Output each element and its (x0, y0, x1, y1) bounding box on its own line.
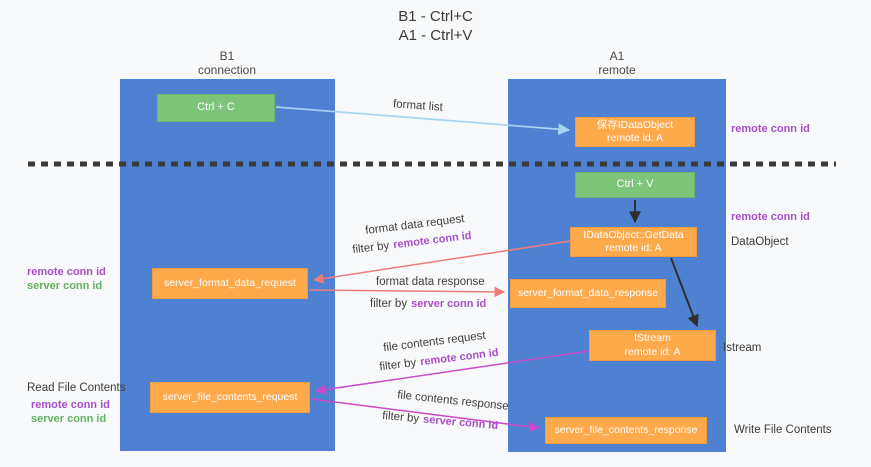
node-server-file-contents-request-label: server_file_contents_request (162, 390, 298, 403)
node-server-file-contents-response-label: server_file_contents_response (554, 423, 698, 436)
node-istream-line1: IStream (634, 332, 671, 345)
node-istream: IStream remote id: A (589, 330, 716, 361)
title-line-2: A1 - Ctrl+V (398, 27, 473, 45)
node-server-format-data-response-label: server_format_data_response (517, 286, 659, 299)
left-remote-conn-id-1: remote conn id (27, 266, 106, 278)
right-remote-conn-id-mid: remote conn id (731, 211, 810, 223)
node-getdata: IDataObject::GetData remote id: A (570, 227, 697, 257)
node-server-format-data-request: server_format_data_request (152, 268, 308, 299)
node-ctrl-c-label: Ctrl + C (197, 101, 235, 114)
right-write-file-contents: Write File Contents (734, 424, 832, 436)
node-ctrl-v: Ctrl + V (575, 172, 695, 198)
label-filter-by-4: filter by (381, 409, 420, 426)
node-save-dataobject-line1: 保存IDataObject (596, 118, 674, 131)
label-remote-conn-id-2: remote conn id (419, 346, 500, 369)
diagram-title: B1 - Ctrl+C A1 - Ctrl+V (0, 7, 871, 45)
left-remote-conn-id-2: remote conn id (31, 399, 110, 411)
node-save-dataobject-line2: remote id: A (606, 132, 664, 144)
label-format-list: format list (392, 98, 444, 114)
column-header-a1: A1 remote (547, 49, 687, 78)
label-server-conn-id-1: server conn id (411, 298, 487, 310)
node-server-format-data-response: server_format_data_response (510, 279, 666, 308)
node-save-dataobject: 保存IDataObject remote id: A (575, 117, 695, 147)
label-file-contents-response: file contents response (396, 389, 510, 413)
label-filter-by-1: filter by (351, 239, 390, 257)
node-server-file-contents-response: server_file_contents_response (545, 417, 707, 444)
right-istream-label: Istream (723, 342, 762, 354)
column-a1-role: remote (598, 63, 636, 78)
right-dataobject-label: DataObject (731, 236, 789, 248)
node-ctrl-c: Ctrl + C (157, 94, 275, 122)
label-filter-by-2: filter by (370, 298, 408, 310)
left-server-conn-id-1: server conn id (27, 280, 103, 292)
label-filter-by-3: filter by (378, 356, 417, 374)
left-read-file-contents: Read File Contents (27, 382, 126, 394)
column-a1-name: A1 (609, 49, 625, 63)
node-getdata-line1: IDataObject::GetData (583, 228, 684, 241)
label-format-data-response: format data response (376, 276, 485, 288)
node-ctrl-v-label: Ctrl + V (616, 178, 654, 191)
node-istream-line2: remote id: A (624, 345, 681, 358)
node-getdata-line2: remote id: A (605, 242, 662, 254)
arrow-format-data-response (308, 286, 506, 298)
label-remote-conn-id-1: remote conn id (392, 229, 473, 252)
title-line-1: B1 - Ctrl+C (398, 8, 473, 25)
node-server-file-contents-request: server_file_contents_request (150, 382, 310, 413)
left-server-conn-id-2: server conn id (31, 413, 107, 425)
column-header-b1: B1 connection (157, 49, 297, 78)
column-b1-role: connection (197, 63, 257, 78)
right-remote-conn-id-top: remote conn id (731, 123, 810, 135)
label-server-conn-id-2: server conn id (422, 413, 499, 433)
column-b1-name: B1 (219, 49, 235, 63)
node-server-format-data-request-label: server_format_data_request (164, 276, 296, 289)
